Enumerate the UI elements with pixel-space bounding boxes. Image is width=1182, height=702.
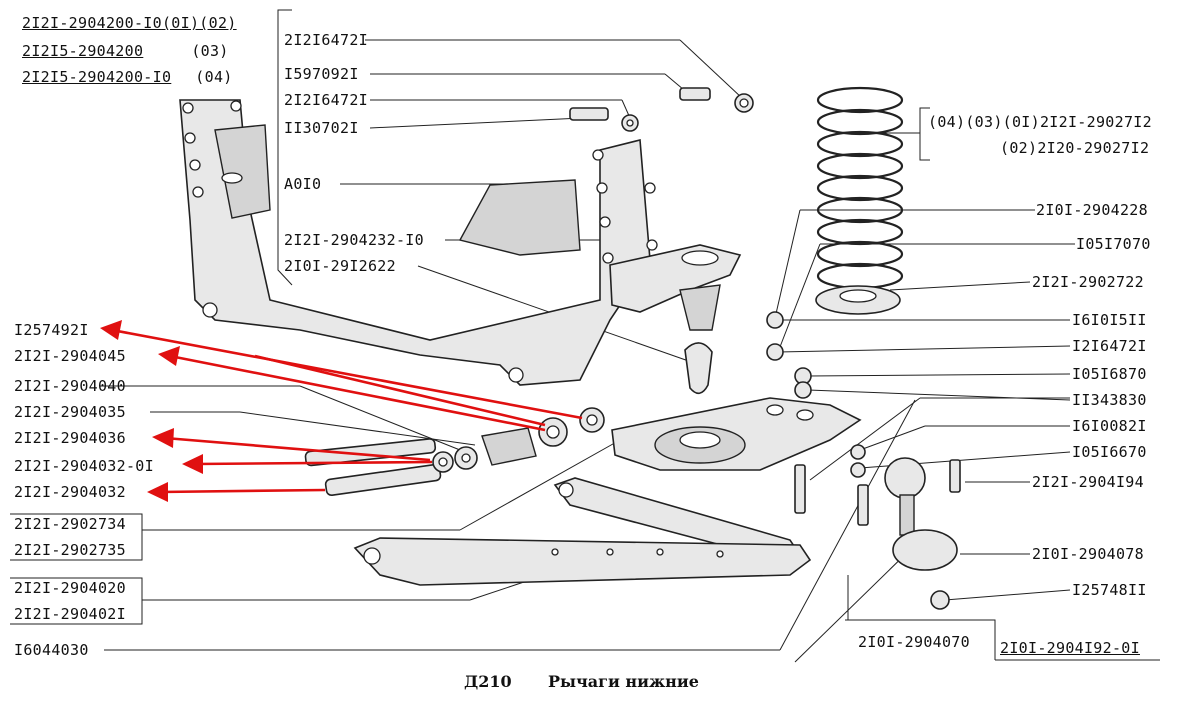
label-right-top-2: (02)2I20-29027I2 <box>1000 139 1150 157</box>
label-bottom-left: I6044030 <box>14 641 89 659</box>
label-bottom-box-1: 2I0I-2904070 <box>858 633 970 651</box>
coil-spring <box>815 86 904 315</box>
label-bottom-box-2: 2I0I-2904I92-0I <box>1000 639 1140 657</box>
label-top-2: I597092I <box>284 65 359 83</box>
label-bracket2-1: 2I2I-2904020 <box>14 579 126 597</box>
label-top-3: 2I2I6472I <box>284 91 368 109</box>
label-right-4: I6I0I5II <box>1072 311 1147 329</box>
subframe-crossmember <box>179 99 658 386</box>
label-right-6: I05I6870 <box>1072 365 1147 383</box>
header-code-2-variant: (03) <box>191 42 229 60</box>
header-code-2-part: 2I2I5-2904200 <box>22 42 144 60</box>
label-right-11: 2I0I-2904078 <box>1032 545 1144 563</box>
fasteners <box>304 87 961 610</box>
label-left-2: 2I2I-2904045 <box>14 347 126 365</box>
header-code-1-variant: (0I)(02) <box>161 14 237 32</box>
spring-seat-bracket <box>609 244 742 395</box>
label-right-1: 2I0I-2904228 <box>1036 201 1148 219</box>
lower-arm-rods <box>353 477 812 586</box>
label-top-1: 2I2I6472I <box>284 31 368 49</box>
header-code-3-variant: (04) <box>195 68 233 86</box>
caption-code: Д210 <box>464 672 512 691</box>
header-code-2: 2I2I5-2904200 (03) <box>22 42 229 60</box>
header-code-3: 2I2I5-2904200-I0 (04) <box>22 68 233 86</box>
header-code-1: 2I2I-2904200-I0(0I)(02) <box>22 14 237 32</box>
label-top-4: II30702I <box>284 119 359 137</box>
label-left-1: I257492I <box>14 321 89 339</box>
label-mid-1: 2I2I-2904232-I0 <box>284 231 424 249</box>
red-arrows <box>100 320 583 502</box>
label-mid-2: 2I0I-29I2622 <box>284 257 396 275</box>
label-left-6: 2I2I-2904032-0I <box>14 457 154 475</box>
header-code-1-part: 2I2I-2904200-I0 <box>22 14 162 32</box>
label-left-7: 2I2I-2904032 <box>14 483 126 501</box>
label-right-5: I2I6472I <box>1072 337 1147 355</box>
label-right-9: I05I6670 <box>1072 443 1147 461</box>
label-top-5: A0I0 <box>284 175 322 193</box>
label-right-top-1: (04)(03)(0I)2I2I-29027I2 <box>928 113 1152 131</box>
caption-title: Рычаги нижние <box>548 672 699 691</box>
label-right-8: I6I0082I <box>1072 417 1147 435</box>
label-right-12: I25748II <box>1072 581 1147 599</box>
label-right-2: I05I7070 <box>1076 235 1151 253</box>
label-bracket1-2: 2I2I-2902735 <box>14 541 126 559</box>
label-bracket2-2: 2I2I-290402I <box>14 605 126 623</box>
label-left-3: 2I2I-2904040 <box>14 377 126 395</box>
label-left-5: 2I2I-2904036 <box>14 429 126 447</box>
upper-arm-lower <box>611 397 862 471</box>
label-bracket1-1: 2I2I-2902734 <box>14 515 126 533</box>
label-right-10: 2I2I-2904I94 <box>1032 473 1144 491</box>
header-code-3-part: 2I2I5-2904200-I0 <box>22 68 172 86</box>
label-left-4: 2I2I-2904035 <box>14 403 126 421</box>
label-right-3: 2I2I-2902722 <box>1032 273 1144 291</box>
label-right-7: II343830 <box>1072 391 1147 409</box>
